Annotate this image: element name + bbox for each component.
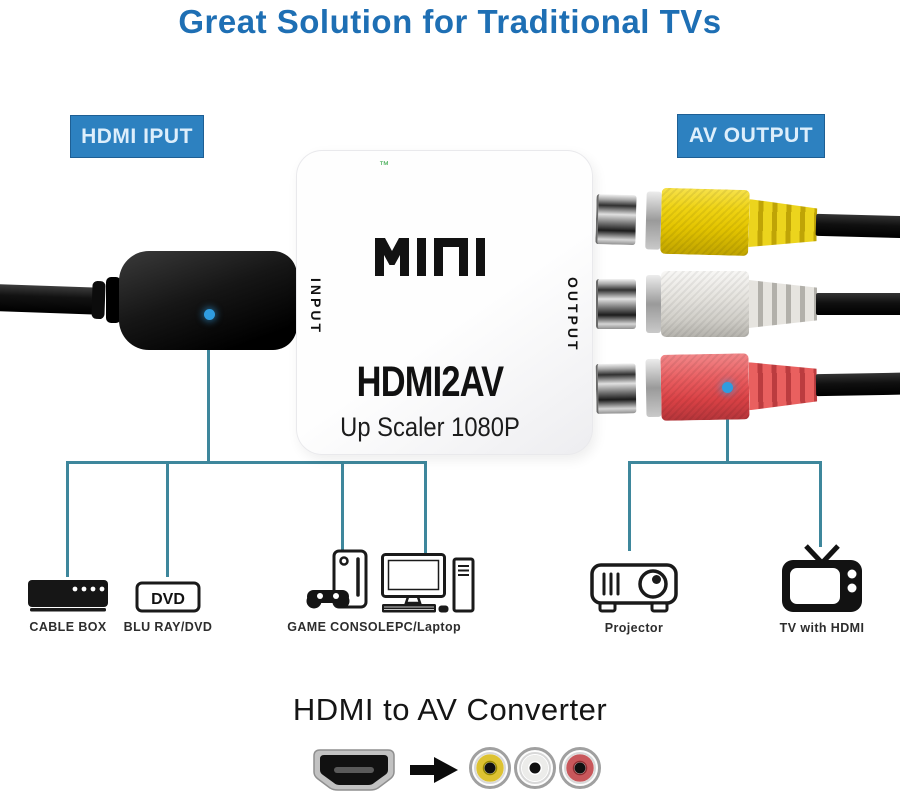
device-projector: Projector xyxy=(578,558,690,635)
rca-strain-relief xyxy=(748,199,817,249)
rca-cable xyxy=(815,213,900,239)
hdmi-cable-collar xyxy=(106,277,121,323)
line-left-bus xyxy=(66,461,426,464)
rca-connector-red xyxy=(593,351,900,422)
rca-metal-barrel xyxy=(595,194,637,246)
svg-text:DVD: DVD xyxy=(151,591,185,608)
hdmi-cable-collar xyxy=(91,280,106,320)
line-input-drop xyxy=(207,330,210,462)
device-label: CABLE BOX xyxy=(29,620,107,634)
dvd-player-icon: DVD xyxy=(135,581,201,613)
hdmi-plug xyxy=(119,251,297,350)
input-side-label: INPUT xyxy=(308,278,324,335)
rca-metal-barrel xyxy=(595,363,637,414)
line-to-cable-box xyxy=(66,461,69,577)
rca-body xyxy=(661,271,749,337)
trademark-mark: ™ xyxy=(379,160,389,171)
device-label: Projector xyxy=(604,621,664,635)
device-game-console: GAME CONSOLE xyxy=(285,549,397,634)
av-output-tag: AV OUTPUT xyxy=(677,114,825,158)
rca-strain-relief xyxy=(749,280,817,328)
model-name: HDMI2AV xyxy=(356,358,504,406)
rca-jack-yellow-icon xyxy=(469,747,511,789)
rca-jack-red-icon xyxy=(559,747,601,789)
upscaler-text: Up Scaler 1080P xyxy=(340,412,520,442)
line-to-pc xyxy=(424,461,427,556)
rca-body xyxy=(660,353,750,421)
device-label: GAME CONSOLE xyxy=(287,620,395,634)
output-marker-dot xyxy=(722,382,733,393)
rca-front-ring xyxy=(646,275,661,333)
hdmi-input-tag: HDMI IPUT xyxy=(70,115,204,158)
device-blu-ray: DVD BLU RAY/DVD xyxy=(108,581,228,634)
cable-box-icon xyxy=(28,580,108,612)
mini-logo: MINI xyxy=(375,238,485,283)
input-marker-dot xyxy=(204,309,215,320)
line-to-blu-ray xyxy=(166,461,169,577)
device-pc: PC/Laptop xyxy=(370,553,486,634)
arrow-right-icon xyxy=(410,757,458,783)
rca-metal-barrel xyxy=(596,279,636,329)
converter-face: ™ MINI HDMI2AV Up Scaler 1080P xyxy=(296,150,564,455)
mini-logo-glyphs xyxy=(375,238,485,276)
line-to-tv xyxy=(819,461,822,547)
tv-icon xyxy=(782,544,862,612)
device-label: BLU RAY/DVD xyxy=(123,620,213,634)
converter-box: ™ MINI HDMI2AV Up Scaler 1080P INPUT OUT… xyxy=(296,150,593,455)
line-to-game-console xyxy=(341,461,344,551)
rca-connector-yellow xyxy=(593,186,900,260)
rca-jack-white-icon xyxy=(514,747,556,789)
rca-front-ring xyxy=(645,358,662,418)
hdmi-cable xyxy=(0,284,101,315)
device-cable-box: CABLE BOX xyxy=(8,579,128,634)
device-label: TV with HDMI xyxy=(779,621,865,635)
line-output-drop xyxy=(726,393,729,462)
device-tv: TV with HDMI xyxy=(766,544,878,635)
game-console-icon xyxy=(306,549,368,609)
output-side-label: OUTPUT xyxy=(565,277,581,353)
footer-caption: HDMI to AV Converter xyxy=(292,692,608,727)
rca-strain-relief xyxy=(749,361,818,410)
device-label: PC/Laptop xyxy=(394,620,462,634)
rca-front-ring xyxy=(645,191,662,250)
rca-cable xyxy=(816,293,900,315)
page-title: Great Solution for Traditional TVs xyxy=(178,3,722,40)
projector-icon xyxy=(590,563,678,613)
rca-cable xyxy=(815,372,900,397)
hdmi-port-icon xyxy=(313,749,395,791)
line-right-bus xyxy=(628,461,822,464)
rca-body xyxy=(660,187,750,257)
rca-connector-white xyxy=(594,271,900,337)
pc-icon xyxy=(381,553,475,613)
line-to-projector xyxy=(628,461,631,551)
